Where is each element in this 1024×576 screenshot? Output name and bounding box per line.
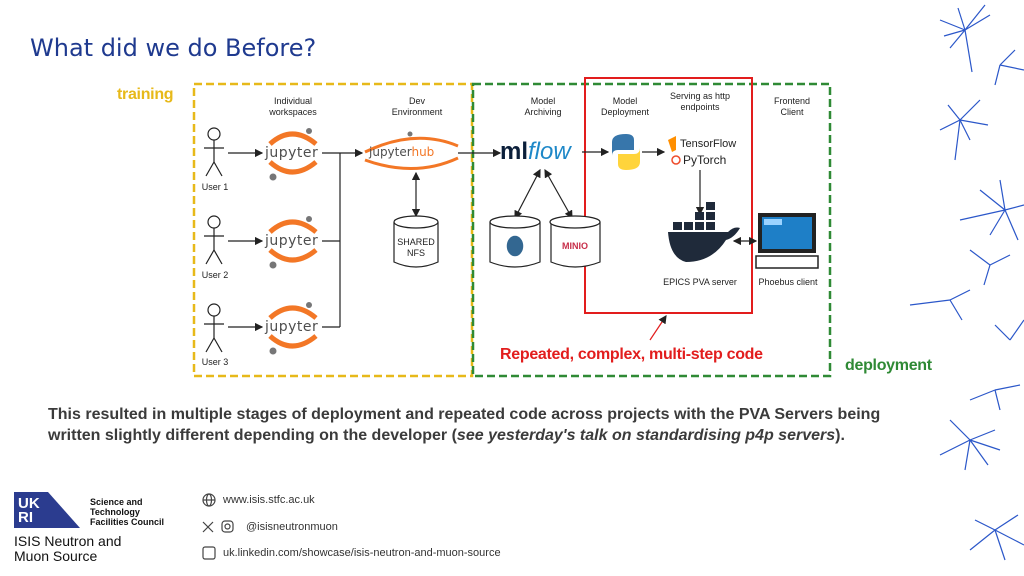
user-3-label: User 3 (201, 357, 229, 367)
jupyter-label-3: jupyter (265, 319, 319, 335)
postgres-cylinder (489, 215, 541, 268)
jupyter-logo-1 (268, 128, 318, 181)
particle-tracks-decoration (909, 4, 1024, 561)
jupyter-label-1: jupyter (265, 145, 319, 161)
docker-whale-icon (668, 202, 740, 262)
tensorflow-icon (668, 136, 676, 152)
python-logo (612, 134, 640, 170)
phoebus-client-label: Phoebus client (758, 277, 818, 287)
col-individual-workspaces: Individual workspaces (269, 96, 317, 117)
user-1-figure (204, 127, 224, 177)
summary-text: This resulted in multiple stages of depl… (48, 406, 881, 444)
col-serving-http: Serving as http endpoints (669, 91, 731, 112)
ukri-logo-letters: UK RI (18, 495, 40, 526)
minio-cylinder (549, 215, 601, 268)
shared-nfs-cylinder (393, 215, 439, 268)
col-frontend-client: Frontend Client (773, 96, 811, 117)
col-model-archiving: Model Archiving (524, 96, 562, 117)
shared-nfs-label: SHARED NFS (397, 237, 435, 258)
jupyterhub-logo (364, 131, 459, 170)
user-2-label: User 2 (201, 270, 229, 280)
user-2-figure (204, 215, 224, 265)
isis-name: ISIS Neutron and Muon Source (14, 533, 122, 564)
col-dev-environment: Dev Environment (391, 96, 443, 117)
jupyter-logo-3 (268, 302, 318, 355)
deployment-box (471, 82, 832, 378)
jupyterhub-label: jupyterhub (369, 145, 435, 159)
tensorflow-label: TensorFlow (680, 138, 737, 150)
user-3-figure (204, 303, 224, 353)
pytorch-icon (671, 155, 681, 165)
jupyter-label-2: jupyter (265, 233, 319, 249)
mlflow-logo-label: mlflow (500, 138, 571, 165)
instagram-icon (221, 520, 234, 533)
jupyter-logo-2 (268, 216, 318, 269)
website-link[interactable]: www.isis.stfc.ac.uk (223, 494, 315, 506)
training-label: training (117, 86, 174, 103)
linkedin-icon (202, 546, 216, 560)
social-handle-link[interactable]: @isisneutronmuon (246, 521, 338, 533)
ukri-logo (14, 492, 80, 528)
page-title: What did we do Before? (30, 34, 317, 62)
repeated-code-label: Repeated, complex, multi-step code (500, 346, 763, 363)
linkedin-link[interactable]: uk.linkedin.com/showcase/isis-neutron-an… (223, 547, 501, 559)
repeated-code-box (584, 77, 753, 314)
col-model-deployment: Model Deployment (600, 96, 650, 117)
epics-pva-server-label: EPICS PVA server (663, 277, 737, 287)
pytorch-label: PyTorch (683, 153, 727, 167)
deployment-label: deployment (845, 357, 932, 374)
monitor-icon (755, 213, 819, 269)
user-1-label: User 1 (201, 182, 229, 192)
council-name: Science and Technology Facilities Counci… (90, 497, 165, 527)
minio-label: MINIO (562, 241, 588, 251)
